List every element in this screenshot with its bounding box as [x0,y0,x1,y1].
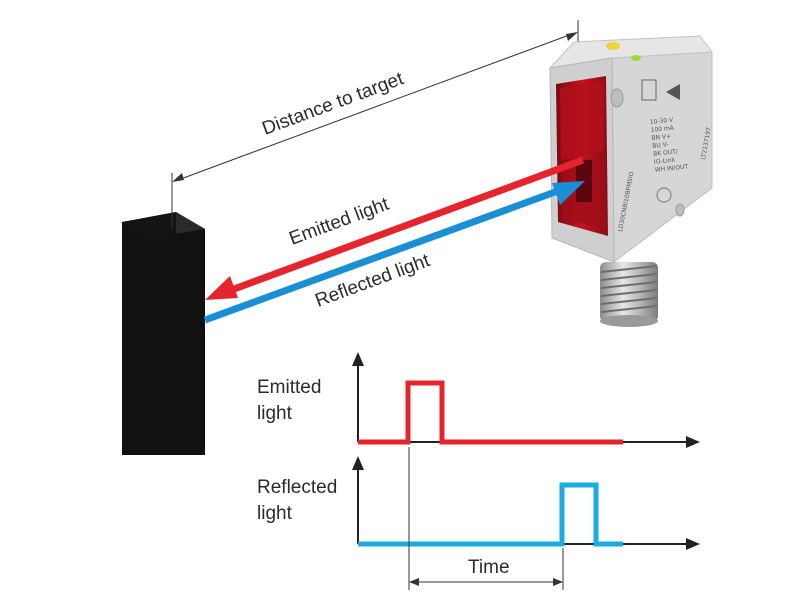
reflected-timing-graph [352,456,700,550]
reflected-light-beam [203,181,585,324]
reflected-arrowhead [552,181,585,205]
distance-label: Distance to target [259,68,407,140]
emitted-arrowhead [205,276,238,300]
spec-line: IO-Link [654,157,676,166]
brand-logo-icon [666,84,680,100]
certification-mark-icon [656,187,672,203]
sensor-symbol-icon [641,79,657,101]
led-yellow-icon [606,42,620,50]
spec-line: BN V+ [651,133,671,142]
dimension-arrowhead-right [566,32,578,41]
emitted-timing-graph [352,352,700,448]
spec-line: BU V- [652,141,669,150]
target-block [122,212,205,455]
spec-line: 10-30 V [649,116,674,126]
spec-line: 100 mA [650,124,675,133]
graph-reflected-label-line1: Reflected [257,477,337,498]
emitted-light-beam [205,156,585,300]
led-green-icon [631,55,641,61]
photoelectric-sensor: LD30CNBI10BPM5IO LT2137197 10-30 V 100 m… [548,35,713,327]
emitted-pulse [358,380,623,445]
emitted-light-label: Emitted light [286,193,392,249]
spec-line: BK OUT/ [653,148,679,158]
sensor-connector [600,262,658,327]
dimension-arrowhead-left [172,173,184,182]
distance-dimension [171,20,579,228]
graph-reflected-label-line2: light [257,503,293,524]
time-dimension [408,447,564,590]
reflected-pulse [358,482,623,547]
time-label: Time [468,557,510,578]
spec-line: WH IN/OUT [654,163,688,173]
graph-emitted-label-line1: Emitted [257,377,321,398]
sensor-spec-text: 10-30 V 100 mA BN V+ BU V- BK OUT/ IO-Li… [649,116,688,173]
graph-emitted-label-line2: light [257,403,293,424]
